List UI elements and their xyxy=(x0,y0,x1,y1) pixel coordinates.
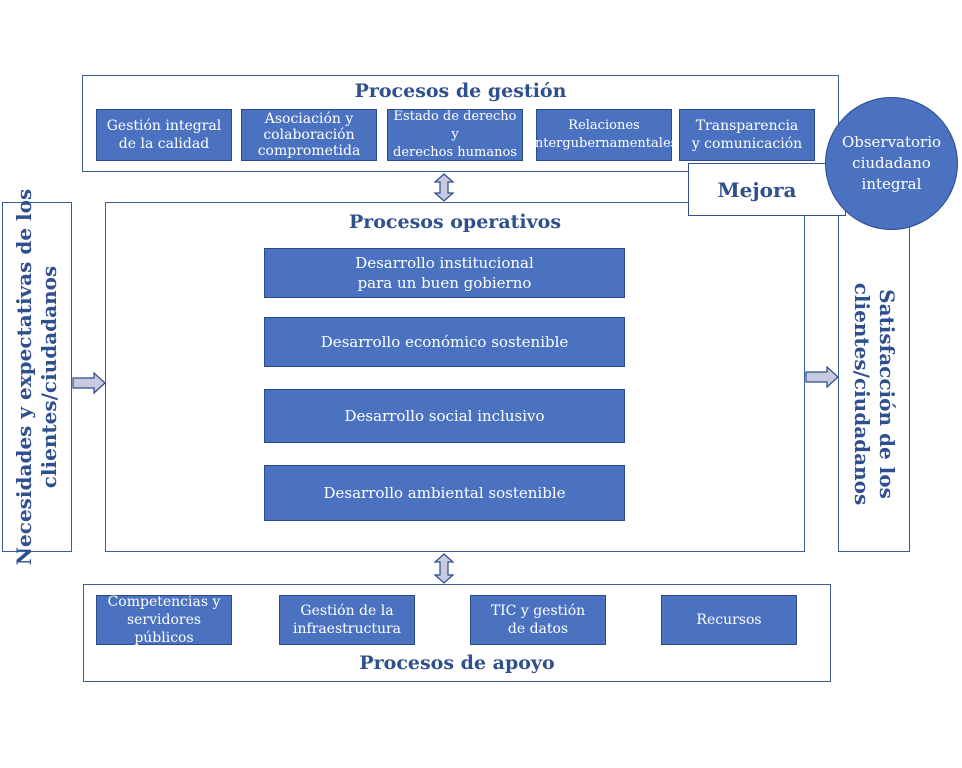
gestion-item-asociacion: Asociación y colaboración comprometida xyxy=(241,109,377,161)
procesos-gestion-title: Procesos de gestión xyxy=(354,80,567,102)
operativo-item-social: Desarrollo social inclusivo xyxy=(264,389,625,443)
gestion-item-transparencia: Transparencia y comunicación xyxy=(679,109,815,161)
procesos-apoyo-section: Competencias y servidores públicos Gesti… xyxy=(83,584,831,682)
right-panel-label: Satisfacción de los clientes/ciudadanos xyxy=(850,283,899,506)
observatorio-circle: Observatorio ciudadano integral xyxy=(825,97,958,230)
gestion-item-relaciones: Relaciones intergubernamentales xyxy=(531,109,677,161)
apoyo-item-infraestructura: Gestión de la infraestructura xyxy=(279,595,415,645)
arrow-right-left-panel xyxy=(72,371,106,395)
operativo-item-economico: Desarrollo económico sostenible xyxy=(264,317,625,367)
mejora-label: Mejora xyxy=(717,177,797,202)
gestion-item-calidad: Gestión integral de la calidad xyxy=(96,109,232,161)
arrow-right-operativos xyxy=(805,365,839,389)
left-panel: Necesidades y expectativas de los client… xyxy=(2,189,72,565)
double-arrow-operativos-apoyo xyxy=(433,553,455,584)
left-panel-label: Necesidades y expectativas de los client… xyxy=(12,188,61,566)
operativo-item-ambiental: Desarrollo ambiental sostenible xyxy=(264,465,625,521)
observatorio-label: Observatorio ciudadano integral xyxy=(841,133,942,193)
double-arrow-gestion-operativos xyxy=(433,173,455,202)
gestion-item-estado-derecho: Estado de derecho y derechos humanos xyxy=(387,109,523,161)
procesos-apoyo-title: Procesos de apoyo xyxy=(359,652,555,674)
right-panel: Satisfacción de los clientes/ciudadanos xyxy=(838,202,910,552)
mejora-box: Mejora xyxy=(688,163,846,216)
procesos-gestion-section: Procesos de gestión Gestión integral de … xyxy=(82,75,839,172)
apoyo-item-competencias: Competencias y servidores públicos xyxy=(96,594,232,646)
apoyo-item-recursos: Recursos xyxy=(661,595,797,645)
apoyo-item-tic: TIC y gestión de datos xyxy=(470,595,606,645)
operativo-item-institucional: Desarrollo institucional para un buen go… xyxy=(264,248,625,298)
procesos-operativos-title: Procesos operativos xyxy=(348,211,562,233)
procesos-operativos-section: Procesos operativos Desarrollo instituci… xyxy=(105,202,805,552)
